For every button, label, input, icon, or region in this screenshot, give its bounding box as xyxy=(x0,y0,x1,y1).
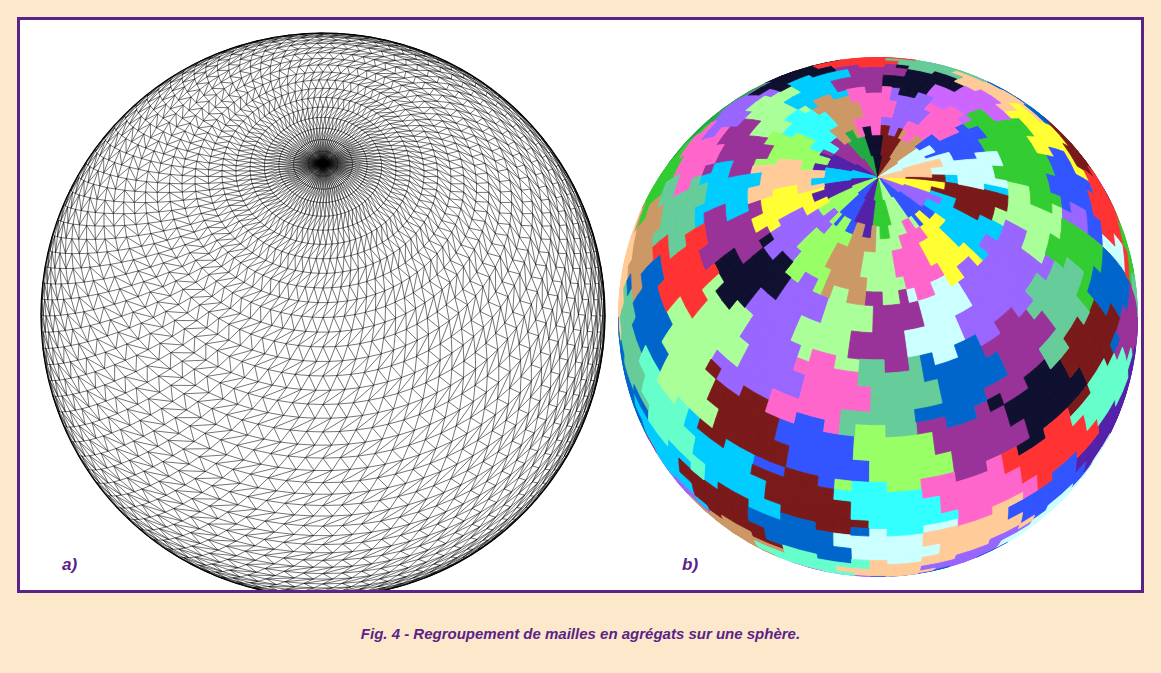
aggregate-patch xyxy=(791,63,1011,577)
mesh-wireframe xyxy=(41,33,605,590)
aggregate-patch xyxy=(618,82,1129,571)
aggregate-patch xyxy=(639,345,1132,576)
aggregate-patch xyxy=(618,70,1045,576)
aggregate-patches xyxy=(618,57,1138,577)
aggregate-patch xyxy=(653,57,1129,490)
figure-frame: a) b) xyxy=(17,17,1144,593)
sphere-illustration xyxy=(20,20,1141,590)
figure-caption: Fig. 4 - Regroupement de mailles en agré… xyxy=(0,625,1161,642)
aggregate-patch xyxy=(783,110,959,536)
panel-label: b) xyxy=(680,555,700,575)
aggregate-patch xyxy=(672,86,1038,525)
sphere-outline xyxy=(41,33,605,590)
panel-label: a) xyxy=(60,555,79,575)
